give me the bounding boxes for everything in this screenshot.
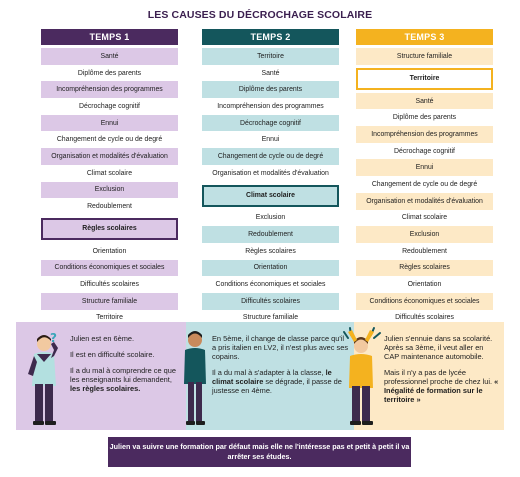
cause-row: Règles scolaires (245, 247, 296, 255)
cause-row: Climat scolaire (401, 214, 448, 222)
cause-row: Conditions économiques et sociales (215, 281, 326, 289)
cause-row: Difficultés scolaires (202, 292, 339, 310)
column-heading: TEMPS 1 (41, 29, 178, 45)
cause-row: Redoublement (202, 226, 339, 243)
panel-paragraph: Il est en difficulté scolaire. (70, 350, 155, 359)
cause-row: Changement de cycle ou de degré (202, 148, 339, 165)
page-title: LES CAUSES DU DÉCROCHAGE SCOLAIRE (147, 9, 373, 21)
cause-row: Structure familiale (242, 314, 299, 322)
cause-row: Orientation (407, 281, 442, 289)
cause-row: Conditions économiques et sociales (356, 292, 493, 310)
cause-row: Orientation (92, 247, 127, 255)
panel-paragraph: Mais il n'y a pas de lycée professionnel… (384, 368, 499, 404)
cause-row: Ennui (356, 159, 493, 177)
cause-row: Santé (261, 69, 280, 77)
conclusion-banner: Julien va suivre une formation par défau… (108, 437, 411, 467)
panel-paragraph: Il a du mal à comprendre ce que les ense… (70, 366, 176, 393)
cause-row: Santé (356, 92, 493, 110)
cause-row: Diplôme des parents (392, 114, 457, 122)
cause-row: Territoire (202, 48, 339, 65)
confused-student-icon: ? (28, 331, 58, 425)
cause-row: Difficultés scolaires (395, 314, 454, 322)
panel-text: Julien est en 6ème. Il est en difficulté… (70, 334, 182, 400)
cause-row: Incompréhension des programmes (41, 81, 178, 99)
cause-row: Santé (41, 48, 178, 65)
cause-row: Structure familiale (356, 48, 493, 65)
cause-row: Changement de cycle ou de degré (56, 136, 163, 144)
column-heading: TEMPS 2 (202, 29, 339, 45)
cause-row: Ennui (261, 136, 280, 144)
panel-paragraph: Julien s'ennuie dans sa scolarité. Après… (384, 334, 493, 361)
cause-row: Redoublement (402, 247, 447, 255)
cause-row: Ennui (41, 114, 178, 132)
cause-row: Exclusion (356, 226, 493, 243)
cause-row: Climat scolaire (86, 169, 133, 177)
cause-row: Territoire (356, 67, 493, 90)
cause-row: Organisation et modalités d'évaluation (41, 148, 178, 165)
cause-row: Changement de cycle ou de degré (371, 180, 478, 188)
sad-student-icon (184, 331, 206, 425)
story-panel-1: ? Julien est en 6ème. Il est en difficul… (16, 322, 186, 430)
cause-row: Climat scolaire (202, 184, 339, 207)
cause-row: Exclusion (255, 214, 286, 222)
cause-row: Redoublement (87, 203, 132, 211)
cause-row: Difficultés scolaires (80, 281, 139, 289)
stressed-student-icon (343, 327, 381, 425)
cause-row: Incompréhension des programmes (356, 126, 493, 143)
cause-row: Règles scolaires (41, 217, 178, 240)
cause-row: Décrochage cognitif (202, 114, 339, 132)
cause-row: Conditions économiques et sociales (41, 259, 178, 277)
panel-text: Julien s'ennuie dans sa scolarité. Après… (384, 334, 500, 411)
cause-row: Organisation et modalités d'évaluation (356, 192, 493, 210)
cause-row: Orientation (202, 259, 339, 277)
cause-row: Territoire (96, 314, 123, 322)
column-heading: TEMPS 3 (356, 29, 493, 45)
cause-row: Organisation et modalités d'évaluation (212, 169, 329, 177)
story-panel-2: En 5ème, il change de classe parce qu'il… (184, 322, 354, 430)
panel-paragraph: Il a du mal à s'adapter à la classe, le … (212, 368, 342, 395)
cause-row: Règles scolaires (356, 259, 493, 277)
cause-row: Diplôme des parents (202, 81, 339, 99)
cause-row: Structure familiale (41, 292, 178, 310)
svg-text:?: ? (50, 331, 57, 345)
cause-row: Décrochage cognitif (79, 102, 140, 110)
cause-row: Décrochage cognitif (394, 147, 455, 155)
panel-paragraph: En 5ème, il change de classe parce qu'il… (212, 334, 349, 361)
story-panel-3: Julien s'ennuie dans sa scolarité. Après… (343, 322, 504, 430)
cause-row: Exclusion (41, 181, 178, 199)
panel-paragraph: Julien est en 6ème. (70, 334, 135, 343)
panel-text: En 5ème, il change de classe parce qu'il… (212, 334, 350, 402)
cause-row: Diplôme des parents (77, 69, 142, 77)
cause-row: Incompréhension des programmes (217, 102, 324, 110)
